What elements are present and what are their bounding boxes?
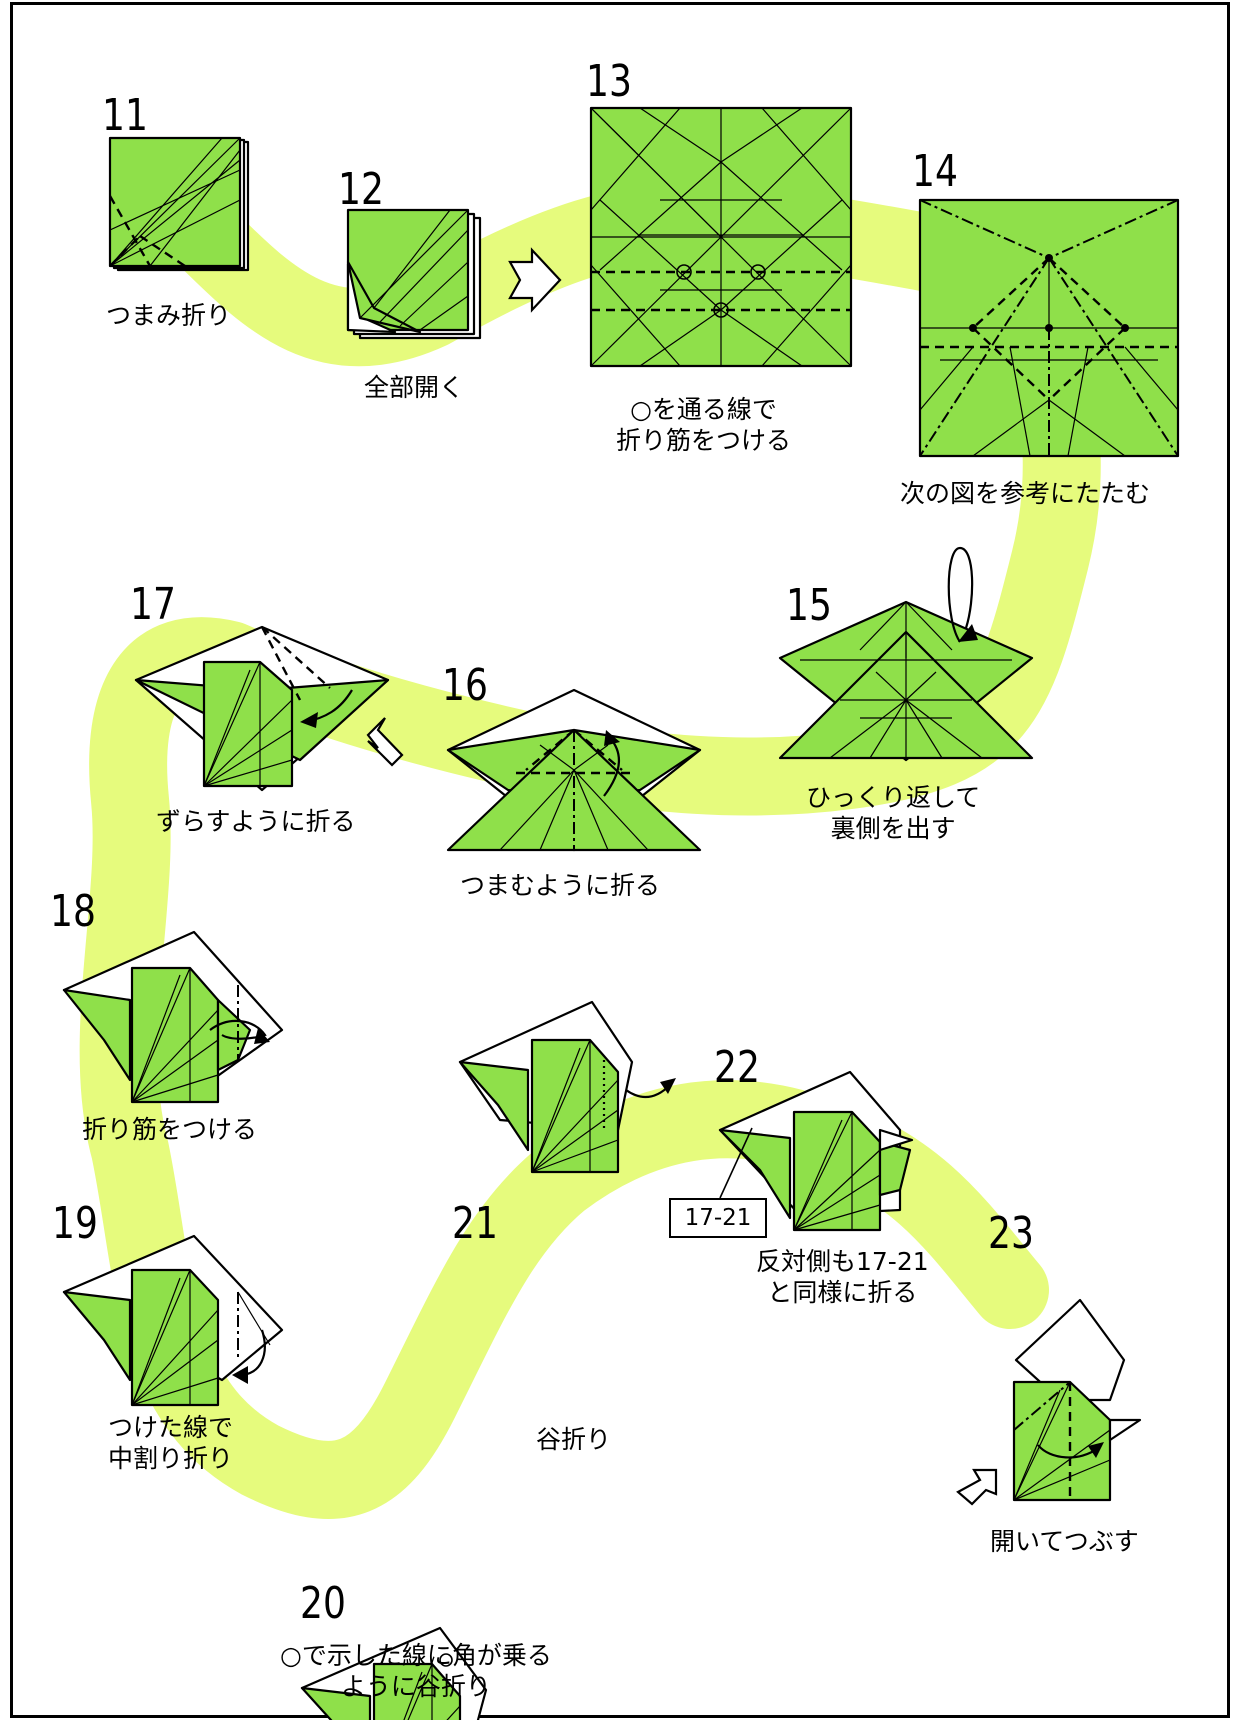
- step-number: 13: [586, 56, 632, 107]
- step-number: 15: [786, 580, 832, 631]
- reference-steps-label: 17-21: [669, 1198, 767, 1238]
- step-number: 12: [338, 164, 384, 215]
- step-caption: ずらすように折る: [156, 807, 356, 836]
- repeat-steps-arrow-icon: [508, 247, 562, 313]
- step-caption: ○で示した線に角が乗る ように谷折り: [280, 1641, 552, 1701]
- step-caption: つまみ折り: [106, 301, 232, 330]
- step-number: 19: [52, 1198, 98, 1249]
- page-frame: [10, 2, 1230, 1718]
- step-number: 18: [50, 886, 96, 937]
- step-11-figure: [108, 136, 250, 272]
- step-number: 16: [442, 660, 488, 711]
- step-caption: つまむように折る: [460, 871, 661, 900]
- step-17-figure: [134, 625, 390, 792]
- step-15-figure: [778, 546, 1034, 762]
- step-20-figure: [300, 1626, 488, 1720]
- step-number: 11: [102, 90, 148, 141]
- push-arrow-icon: [366, 717, 404, 767]
- step-13-figure: [589, 106, 853, 368]
- step-caption: ○を通る線で 折り筋をつける: [616, 395, 792, 455]
- step-number: 23: [988, 1208, 1034, 1259]
- step-12-figure: [346, 208, 482, 340]
- step-caption: 反対側も17-21 と同様に折る: [756, 1247, 929, 1307]
- step-number: 22: [714, 1042, 760, 1093]
- step-18-figure: [62, 930, 284, 1104]
- step-22-figure: [718, 1070, 914, 1232]
- step-caption: 次の図を参考にたたむ: [900, 479, 1151, 508]
- step-19-figure: [62, 1234, 284, 1407]
- step-caption: 谷折り: [536, 1425, 612, 1454]
- step-number: 21: [452, 1198, 498, 1249]
- step-caption: 全部開く: [364, 373, 465, 402]
- step-number: 17: [130, 579, 176, 630]
- step-caption: 開いてつぶす: [990, 1527, 1139, 1556]
- step-23-figure: [956, 1298, 1142, 1506]
- step-number: 14: [912, 146, 958, 197]
- turn-over-arrow-icon: [947, 546, 974, 643]
- step-caption: ひっくり返して 裏側を出す: [806, 783, 981, 843]
- step-21-figure: [458, 1000, 676, 1174]
- step-caption: 折り筋をつける: [82, 1115, 258, 1144]
- step-14-figure: [918, 198, 1180, 458]
- step-16-figure: [446, 688, 702, 852]
- step-caption: つけた線で 中割り折り: [108, 1413, 234, 1473]
- step-number: 20: [300, 1578, 346, 1629]
